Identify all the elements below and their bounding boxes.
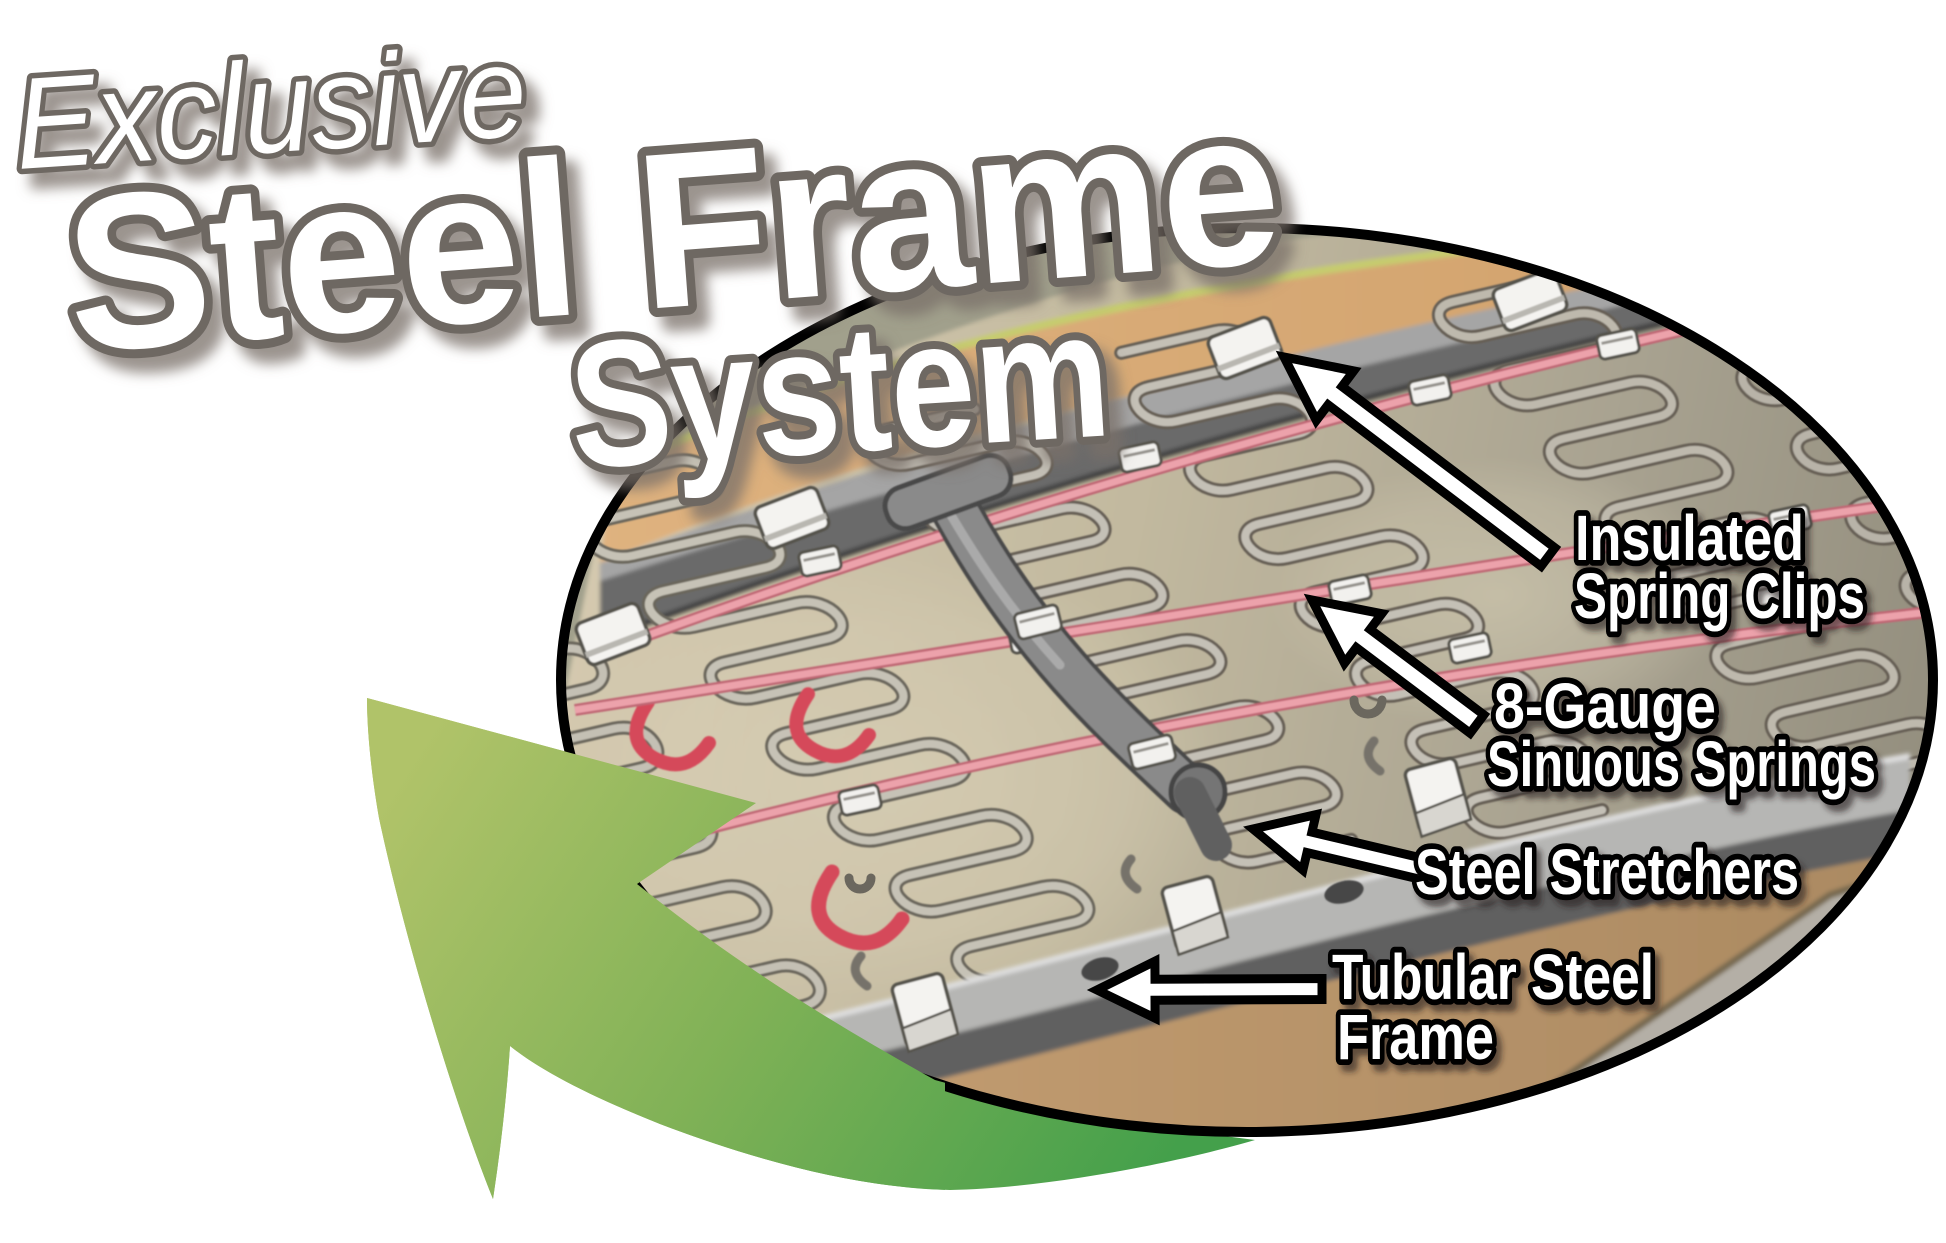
svg-text:Tubular Steel: Tubular Steel xyxy=(1332,941,1654,1013)
svg-text:Sinuous Springs: Sinuous Springs xyxy=(1487,728,1876,800)
svg-text:Insulated: Insulated xyxy=(1575,502,1804,574)
svg-text:Steel Stretchers: Steel Stretchers xyxy=(1415,836,1799,908)
svg-text:Spring Clips: Spring Clips xyxy=(1574,560,1865,632)
svg-text:Frame: Frame xyxy=(1337,1001,1494,1073)
svg-text:System: System xyxy=(564,273,1115,507)
svg-text:8-Gauge: 8-Gauge xyxy=(1494,670,1716,742)
